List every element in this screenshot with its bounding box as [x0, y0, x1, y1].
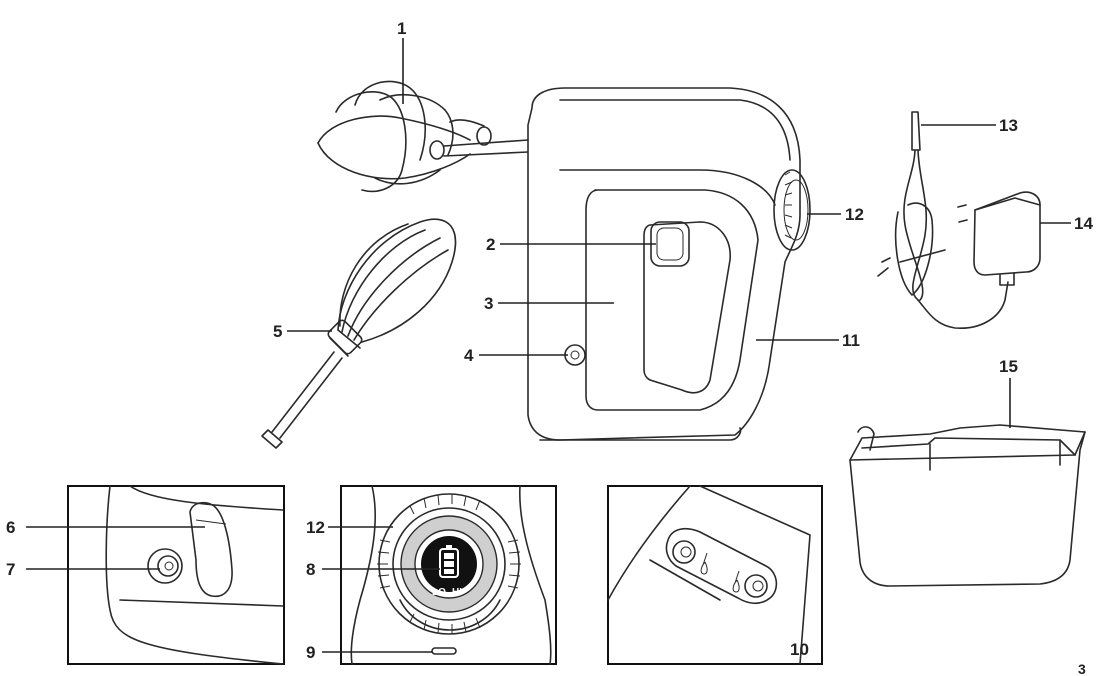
- callout-8: 8: [306, 560, 315, 579]
- cord-illustration: [877, 111, 1009, 329]
- callout-1: 1: [397, 19, 406, 38]
- callout-3: 3: [484, 294, 493, 313]
- callout-14: 14: [1074, 214, 1093, 233]
- callout-12-detail: 12: [306, 518, 325, 537]
- storage-case-illustration: [849, 424, 1086, 587]
- beaters-illustration: [317, 80, 529, 193]
- callout-6: 6: [6, 518, 15, 537]
- detail-box-eject: [26, 485, 285, 665]
- callout-13: 13: [999, 116, 1018, 135]
- callout-5: 5: [273, 322, 282, 341]
- callout-12: 12: [845, 205, 864, 224]
- dial-low-label: LO: [432, 587, 446, 598]
- dial-high-label: HI: [452, 587, 462, 598]
- callout-7: 7: [6, 560, 15, 579]
- mixer-body-illustration: [527, 87, 811, 441]
- adapter-illustration: [957, 191, 1041, 286]
- callout-leaders: [287, 38, 1071, 428]
- callout-10: 10: [790, 640, 809, 659]
- callout-15: 15: [999, 357, 1018, 376]
- detail-box-dial: [322, 485, 557, 665]
- callout-11: 11: [842, 331, 860, 350]
- callout-4: 4: [464, 346, 474, 365]
- detail-box-sockets: [607, 485, 823, 665]
- whisk-illustration: [261, 218, 457, 449]
- callout-2: 2: [486, 235, 495, 254]
- callout-9: 9: [306, 643, 315, 662]
- page-number: 3: [1078, 661, 1086, 676]
